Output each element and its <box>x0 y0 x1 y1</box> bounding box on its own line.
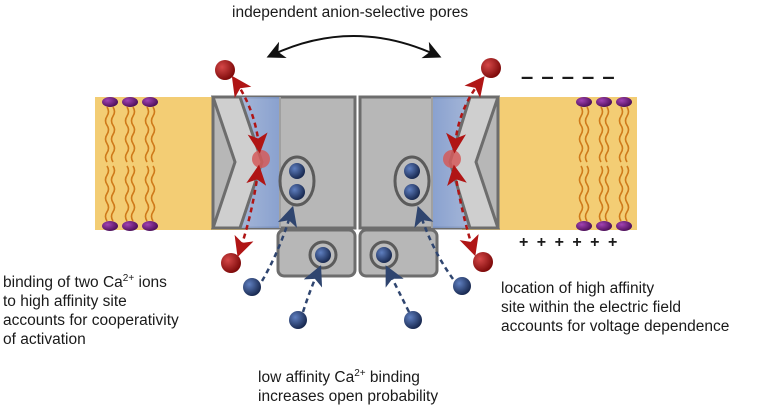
lipid-tail <box>150 165 156 222</box>
lipid-tail <box>578 106 584 163</box>
lipid-tail <box>598 106 604 163</box>
lipid-tail <box>150 106 156 163</box>
label-independent-pores: independent anion-selective pores <box>232 4 469 21</box>
calcium-ion <box>404 184 420 200</box>
lipid-tail <box>624 165 630 222</box>
channel-subunit-left <box>210 95 357 230</box>
lipid-tail <box>624 106 630 163</box>
cytoplasmic-domain-right <box>358 228 439 278</box>
calcium-binding-arrows <box>260 205 455 313</box>
positive-charges: + + + + + + <box>519 234 620 251</box>
lipid-tail <box>110 106 116 163</box>
high-affinity-site-left <box>278 155 316 207</box>
lipid-tail <box>130 106 136 163</box>
lipid-head <box>576 221 592 231</box>
lipid-tail <box>144 106 150 163</box>
lipid-tail <box>604 165 610 222</box>
negative-charges: – – – – – <box>521 64 616 89</box>
lipid-head <box>616 221 632 231</box>
lipid-tail <box>578 165 584 222</box>
lipid-head <box>576 97 592 107</box>
lipid-head <box>102 97 118 107</box>
calcium-ion <box>376 247 392 263</box>
lipid-bilayer-left <box>102 97 158 231</box>
lipid-tail <box>144 165 150 222</box>
chloride-ion <box>215 60 235 80</box>
independent-pores-arrow <box>266 35 442 59</box>
lipid-tail <box>618 106 624 163</box>
chloride-ion <box>481 58 501 78</box>
lipid-tail <box>130 165 136 222</box>
lipid-head <box>122 97 138 107</box>
lipid-tail <box>598 165 604 222</box>
lipid-tail <box>618 165 624 222</box>
lipid-tail <box>584 106 590 163</box>
lipid-tail <box>104 165 110 222</box>
pore-chloride-site-left <box>252 150 270 168</box>
calcium-ion <box>243 278 261 296</box>
cytoplasmic-domain-left <box>276 228 357 278</box>
calcium-ion <box>289 311 307 329</box>
lipid-head <box>596 221 612 231</box>
label-cooperativity: binding of two Ca2+ ions to high affinit… <box>3 272 179 348</box>
high-affinity-site-right <box>393 155 431 207</box>
lipid-head <box>122 221 138 231</box>
lipid-head <box>102 221 118 231</box>
lipid-tail <box>124 106 130 163</box>
lipid-head <box>596 97 612 107</box>
label-voltage-dependence: location of high affinity site within th… <box>501 280 730 335</box>
lipid-tail <box>104 106 110 163</box>
lipid-tail <box>584 165 590 222</box>
pore-chloride-site-right <box>443 150 461 168</box>
lipid-tail <box>604 106 610 163</box>
calcium-ion <box>404 163 420 179</box>
lipid-head <box>142 97 158 107</box>
chloride-ion <box>221 253 241 273</box>
calcium-ion <box>289 184 305 200</box>
lipid-head <box>616 97 632 107</box>
channel-subunit-right <box>358 95 501 230</box>
lipid-bilayer-right <box>576 97 632 231</box>
calcium-ion <box>404 311 422 329</box>
lipid-tail <box>124 165 130 222</box>
lipid-head <box>142 221 158 231</box>
chloride-permeation-arrows <box>231 75 485 258</box>
lipid-tail <box>110 165 116 222</box>
label-low-affinity: low affinity Ca2+ binding increases open… <box>258 367 439 405</box>
calcium-ion <box>289 163 305 179</box>
calcium-ion <box>453 277 471 295</box>
chloride-ion <box>473 252 493 272</box>
calcium-ion <box>315 247 331 263</box>
